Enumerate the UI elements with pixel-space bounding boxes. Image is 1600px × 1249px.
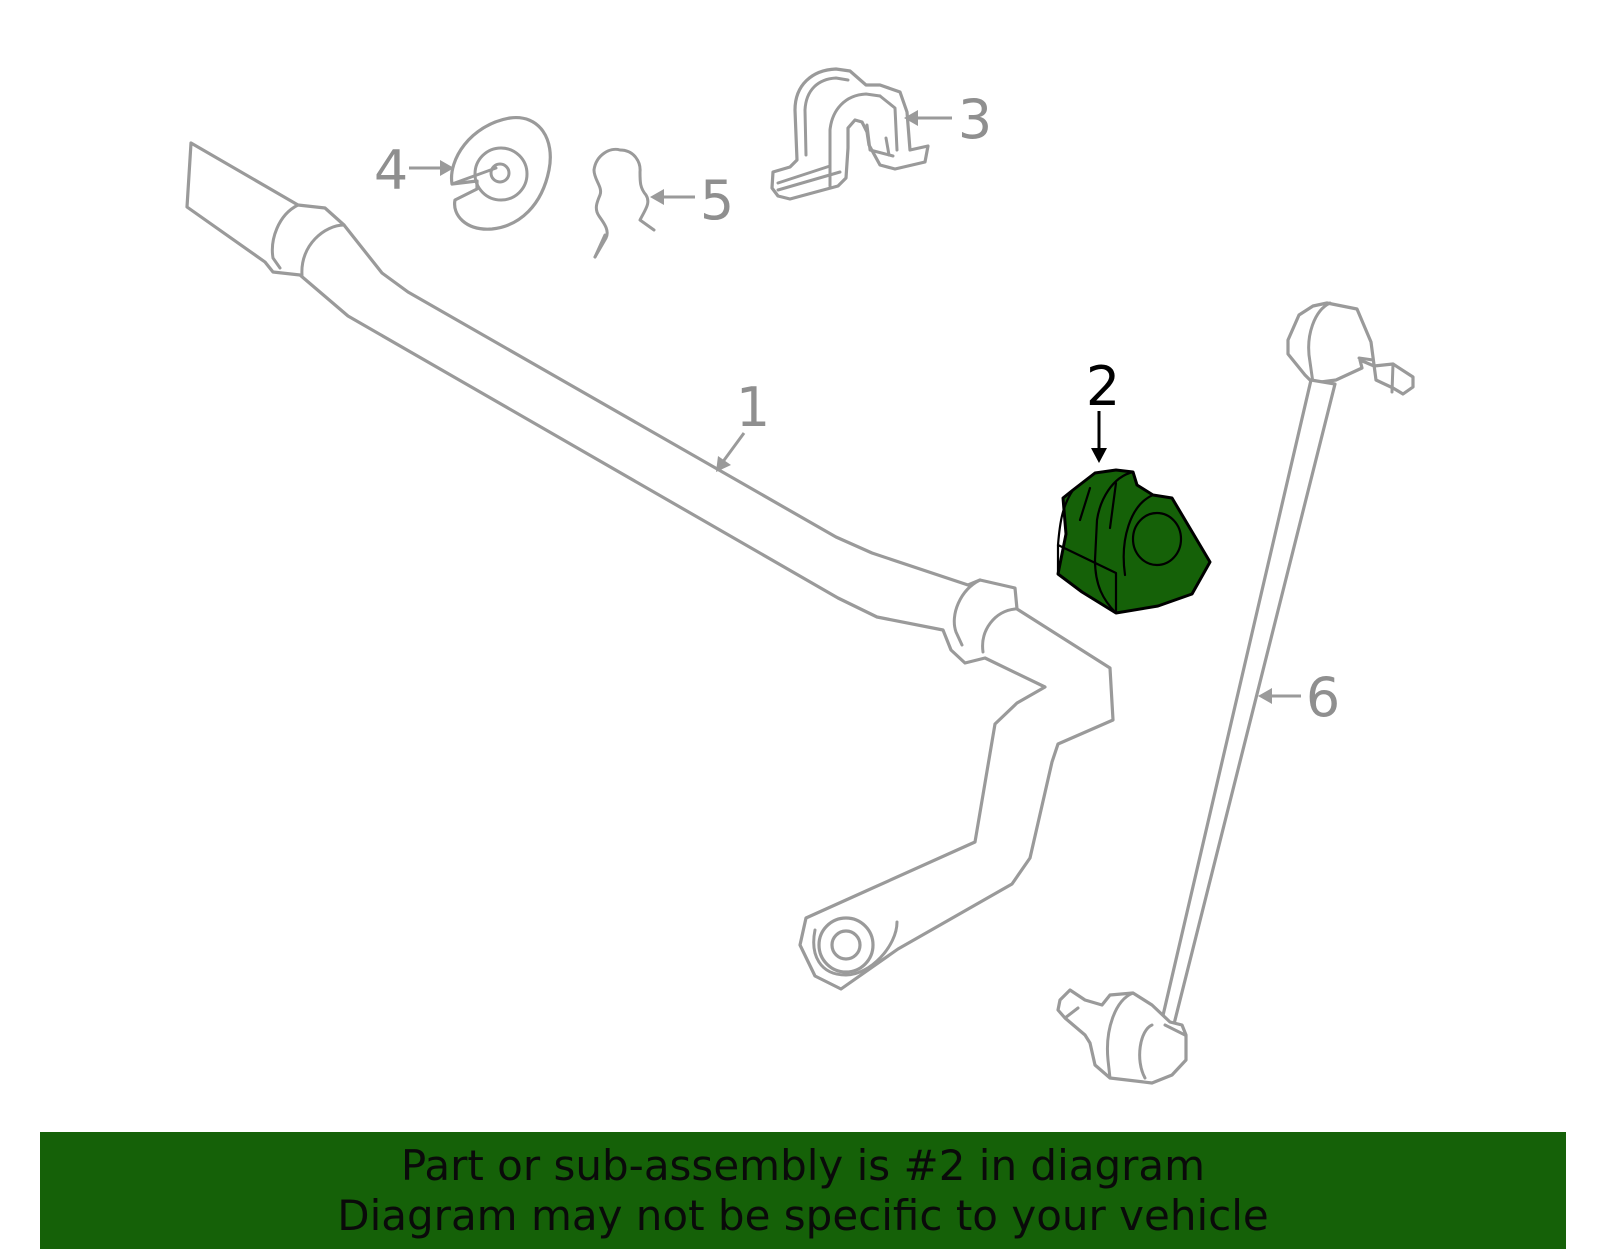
callout-label-3: 3: [958, 88, 992, 151]
banner-line-part-number: Part or sub-assembly is #2 in diagram: [400, 1140, 1206, 1190]
callout-label-2: 2: [1086, 355, 1120, 418]
leader-arrow-6: [1258, 688, 1301, 704]
stabilizer-link-part-6: [1056, 301, 1415, 1085]
callout-label-6: 6: [1306, 666, 1340, 729]
callout-label-1: 1: [736, 376, 770, 439]
leader-arrow-4: [409, 160, 454, 176]
washer-part-4: [449, 116, 552, 231]
bushing-part-2: [1056, 468, 1212, 615]
leader-arrow-2: [1091, 411, 1107, 463]
leader-arrow-5: [650, 189, 695, 205]
callout-label-4: 4: [374, 139, 408, 202]
bracket-part-3: [770, 67, 930, 201]
banner-line-disclaimer: Diagram may not be specific to your vehi…: [337, 1190, 1269, 1240]
stabilizer-bar-part-1: [185, 141, 1115, 991]
info-banner: Part or sub-assembly is #2 in diagram Di…: [40, 1132, 1566, 1249]
leader-arrow-3: [904, 110, 952, 126]
clip-part-5: [592, 147, 656, 259]
callout-label-5: 5: [700, 169, 734, 232]
leader-arrow-1: [716, 432, 746, 472]
